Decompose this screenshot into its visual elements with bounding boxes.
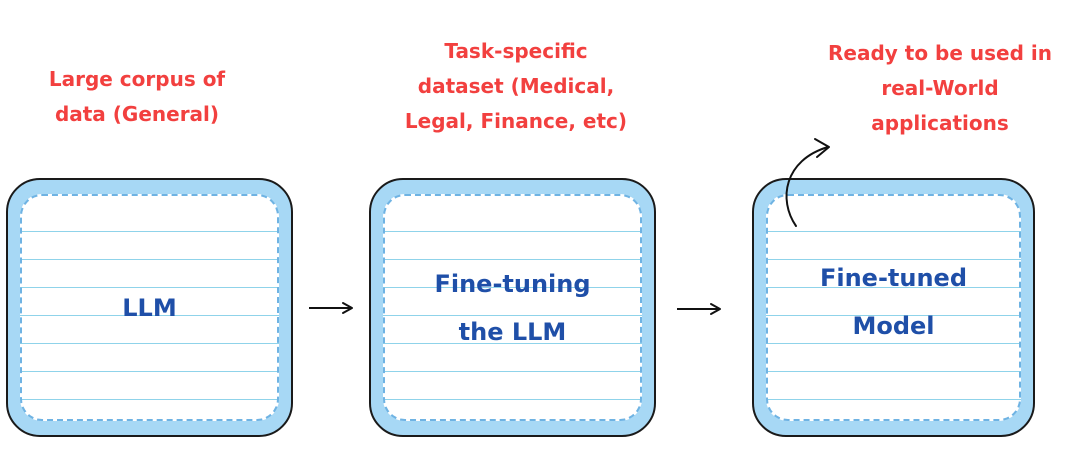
lined-paper <box>383 194 642 421</box>
caption-real-world-use: Ready to be used in real-World applicati… <box>804 36 1072 141</box>
node-label-line: LLM <box>122 294 177 322</box>
node-label-fine-tuned: Fine-tuned Model <box>754 254 1033 350</box>
caption-line: real-World <box>881 76 999 100</box>
node-label-line: the LLM <box>458 318 567 346</box>
node-llm: LLM <box>6 178 293 437</box>
caption-line: dataset (Medical, <box>417 74 615 98</box>
caption-task-dataset: Task-specific dataset (Medical, Legal, F… <box>376 34 656 139</box>
lined-paper <box>766 194 1021 421</box>
caption-input-data: Large corpus of data (General) <box>22 62 252 132</box>
caption-line: Ready to be used in <box>828 41 1052 65</box>
node-label-fine-tuning: Fine-tuning the LLM <box>371 260 654 356</box>
node-label-line: Fine-tuning <box>434 270 591 298</box>
node-label-llm: LLM <box>8 284 291 332</box>
node-label-line: Model <box>852 312 935 340</box>
arrow-fine-tuning-to-fine-tuned <box>677 303 721 315</box>
caption-line: Large corpus of <box>48 67 226 91</box>
node-label-line: Fine-tuned <box>819 264 968 292</box>
caption-line: applications <box>871 111 1009 135</box>
node-fine-tuning: Fine-tuning the LLM <box>369 178 656 437</box>
caption-line: data (General) <box>54 102 220 126</box>
node-fine-tuned-model: Fine-tuned Model <box>752 178 1035 437</box>
arrow-llm-to-fine-tuning <box>309 302 353 314</box>
caption-line: Legal, Finance, etc) <box>404 109 628 133</box>
caption-line: Task-specific <box>444 39 588 63</box>
lined-paper <box>20 194 279 421</box>
arrow-model-to-applications <box>785 138 830 227</box>
